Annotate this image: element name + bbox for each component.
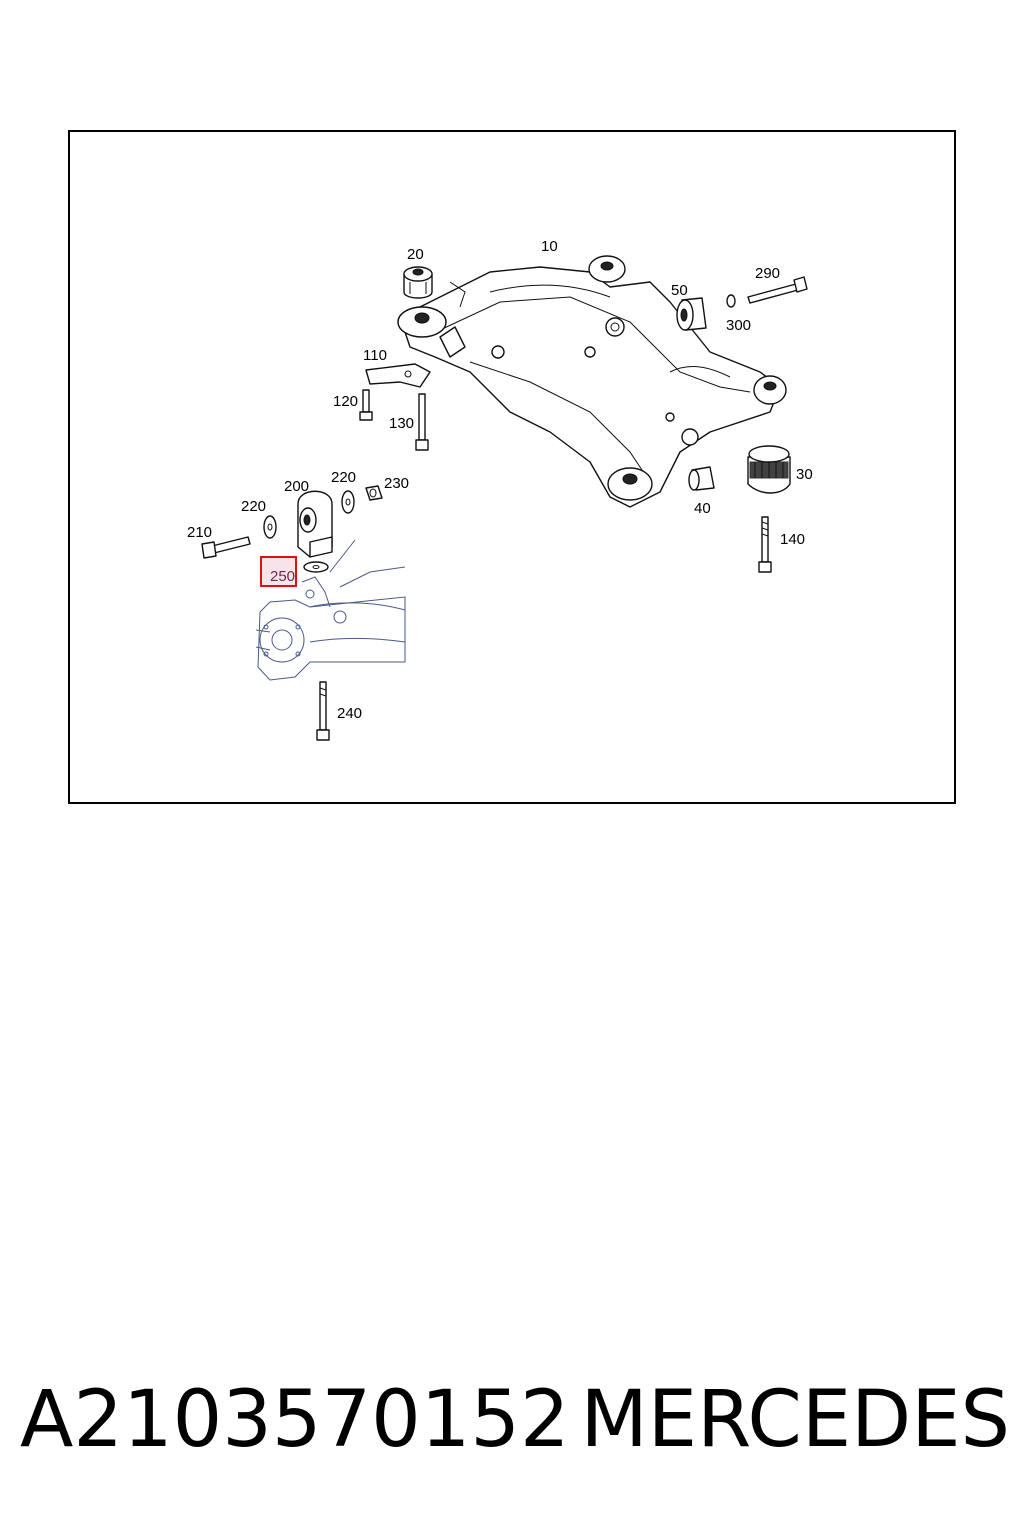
axle-hub-part xyxy=(255,539,406,681)
part-number: A2103570152 xyxy=(20,1375,570,1465)
callout-140: 140 xyxy=(780,531,805,548)
callout-110: 110 xyxy=(363,347,387,364)
washer-220-right-part xyxy=(341,490,355,514)
footer-caption: A2103570152 MERCEDES xyxy=(20,1372,1010,1468)
bolt-290-part xyxy=(747,276,808,304)
bushing-40-part xyxy=(688,466,715,491)
callout-200: 200 xyxy=(284,478,309,495)
washer-300-part xyxy=(726,294,736,308)
bolt-120-part xyxy=(359,389,373,421)
parts-diagram-frame: 10 20 30 40 50 110 120 130 140 200 210 2… xyxy=(68,130,956,804)
callout-20: 20 xyxy=(407,246,424,263)
callout-300: 300 xyxy=(726,317,751,334)
callout-40: 40 xyxy=(694,500,711,517)
callout-120: 120 xyxy=(333,393,358,410)
mount-30-part xyxy=(747,445,791,494)
callout-50: 50 xyxy=(671,282,688,299)
washer-220-left-part xyxy=(263,515,277,539)
bracket-110-part xyxy=(365,363,431,388)
callout-250: 250 xyxy=(270,568,295,585)
bolt-140-part xyxy=(758,516,772,573)
highlighted-callout-250[interactable]: 250 xyxy=(260,556,297,587)
bushing-20-part xyxy=(403,266,433,299)
callout-220-right: 220 xyxy=(331,469,356,486)
subframe-exploded-diagram: 10 20 30 40 50 110 120 130 140 200 210 2… xyxy=(187,238,813,741)
bushing-50-part xyxy=(676,297,707,331)
rear-subframe-part xyxy=(397,255,787,508)
callout-210: 210 xyxy=(187,524,212,541)
bolt-130-part xyxy=(415,393,429,451)
bolt-240-part xyxy=(316,681,330,741)
callout-240: 240 xyxy=(337,705,362,722)
nut-230-part xyxy=(365,485,383,501)
callout-10: 10 xyxy=(541,238,558,255)
mount-200-part xyxy=(297,490,333,558)
callout-30: 30 xyxy=(796,466,813,483)
callout-130: 130 xyxy=(389,415,414,432)
bolt-210-part xyxy=(201,536,251,559)
washer-250-part xyxy=(303,561,329,573)
highlight-box xyxy=(260,556,297,587)
callout-290: 290 xyxy=(755,265,780,282)
callout-230: 230 xyxy=(384,475,409,492)
callout-220-left: 220 xyxy=(241,498,266,515)
brand-name: MERCEDES xyxy=(580,1375,1011,1465)
